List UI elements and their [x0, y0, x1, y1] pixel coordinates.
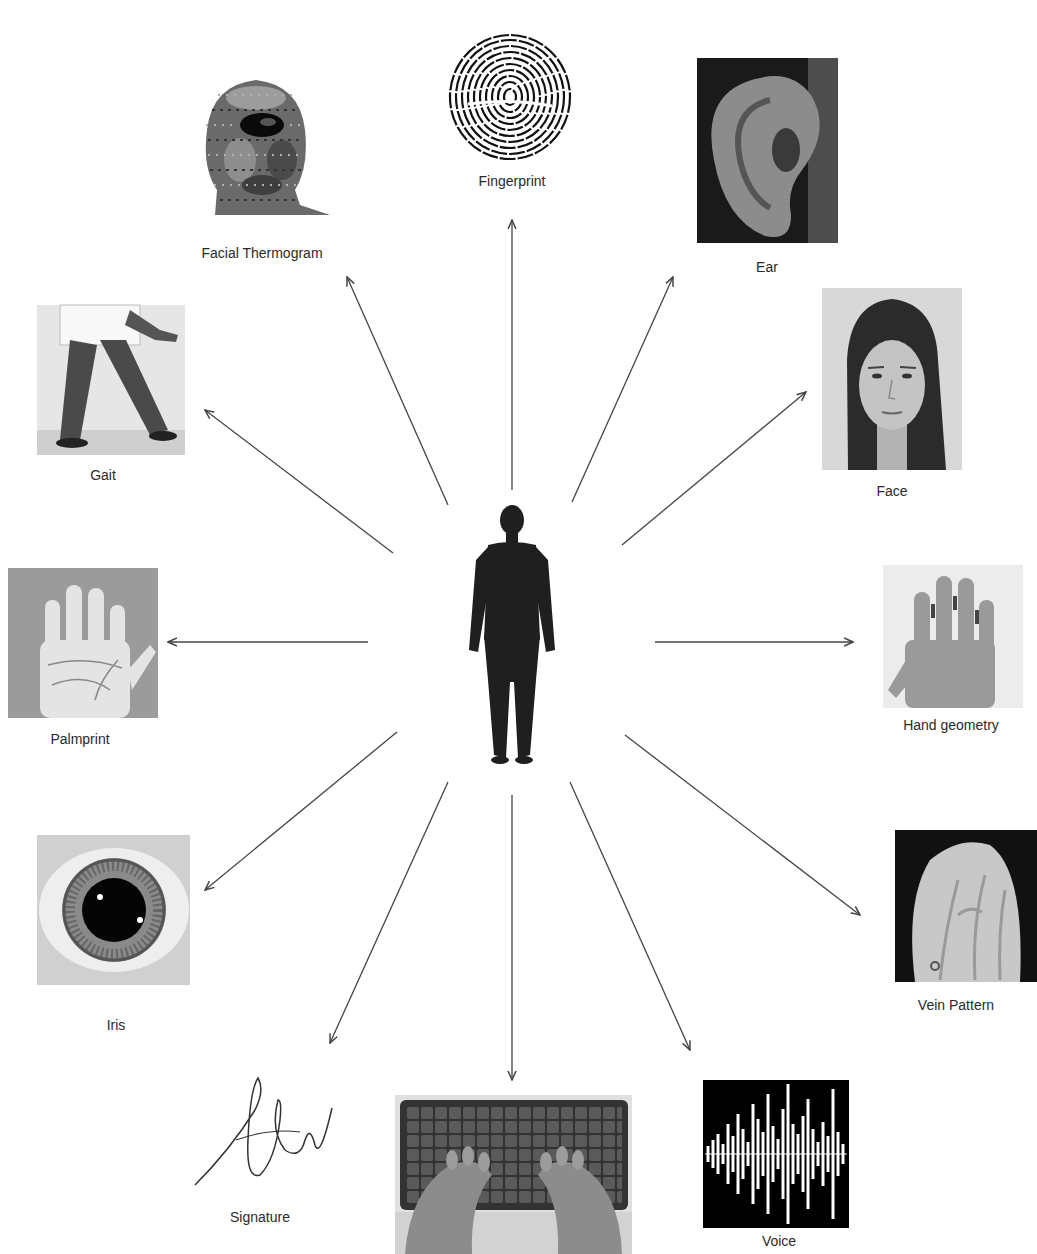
arrow [347, 277, 448, 505]
hand-geometry-image [883, 565, 1023, 708]
biometric-label: Facial Thermogram [201, 245, 322, 261]
biometric-tile: Hand geometry [883, 565, 1023, 735]
biometric-tile: Voice [703, 1080, 849, 1251]
biometric-label: Ear [756, 259, 778, 275]
biometric-label: Hand geometry [903, 717, 999, 733]
arrow [625, 735, 860, 915]
arrow [168, 641, 368, 642]
arrow [622, 392, 806, 545]
human-silhouette [469, 505, 555, 764]
biometric-tile: Iris [37, 835, 190, 1035]
biometric-label: Gait [90, 467, 116, 483]
palmprint-image [8, 568, 158, 718]
ear-image [697, 58, 838, 243]
biometric-tile: Face [822, 288, 962, 501]
biometric-tile: Facial Thermogram [180, 75, 330, 263]
arrow [655, 641, 853, 642]
arrow [205, 410, 393, 553]
arrow [511, 220, 512, 490]
biometric-label: Vein Pattern [918, 997, 994, 1013]
biometric-tile: Signature [190, 1070, 335, 1227]
biometric-label: Face [876, 483, 907, 499]
keystroke-image [395, 1095, 632, 1254]
voice-waveform [703, 1080, 849, 1228]
iris-image [37, 835, 190, 985]
arrow [205, 732, 397, 890]
biometric-label: Fingerprint [479, 173, 546, 189]
biometric-tile: Vein Pattern [895, 830, 1037, 1015]
biometric-label: Iris [107, 1017, 126, 1033]
signature-image [195, 1078, 332, 1185]
face-image [822, 288, 962, 470]
gait-image [37, 305, 185, 455]
biometric-tile: Palmprint [8, 568, 158, 749]
biometric-label: Palmprint [50, 731, 109, 747]
biometric-label: Voice [762, 1233, 796, 1249]
thermogram-image [180, 75, 330, 215]
arrow [572, 277, 673, 502]
arrow [570, 782, 690, 1050]
biometric-tile: Gait [37, 305, 185, 485]
biometric-tile: Fingerprint [445, 30, 575, 191]
fingerprint-image [450, 35, 570, 159]
arrow [330, 782, 448, 1043]
arrow [511, 795, 512, 1080]
arrows [168, 220, 860, 1080]
vein-pattern-image [895, 830, 1037, 982]
biometric-tile: Ear [697, 58, 838, 277]
biometric-label: Signature [230, 1209, 290, 1225]
